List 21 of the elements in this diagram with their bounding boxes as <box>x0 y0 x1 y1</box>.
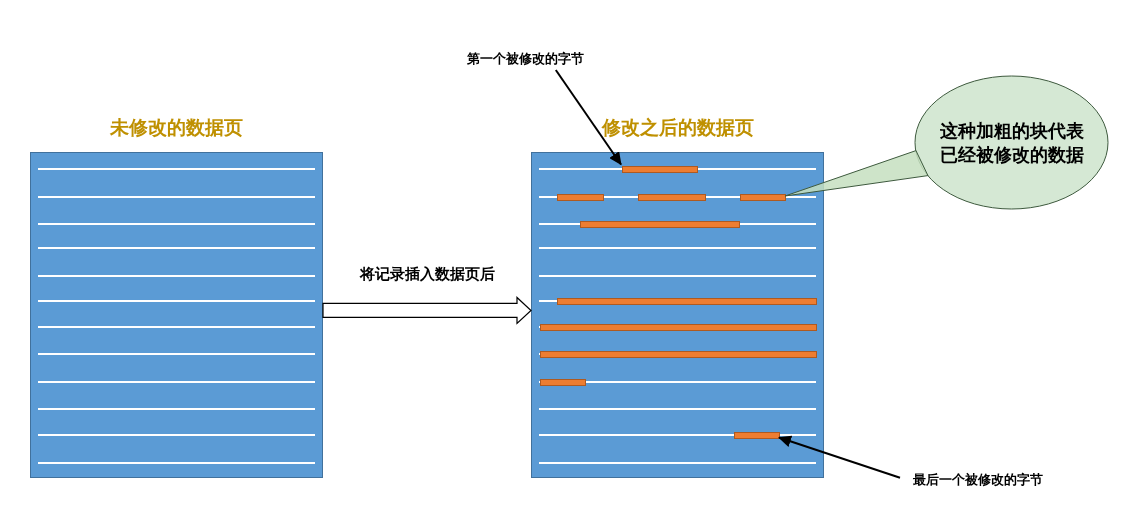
modified-byte-bar <box>540 378 586 386</box>
modified-byte-bar <box>557 193 604 201</box>
annotation-text: 最后一个被修改的字节 <box>900 469 1056 491</box>
leader-arrow <box>554 69 622 166</box>
page-title: 未修改的数据页 <box>109 116 244 140</box>
modified-byte-bar <box>638 193 706 201</box>
edge-label: 将记录插入数据页后 <box>359 265 495 285</box>
modified-byte-bar <box>734 431 780 439</box>
page-title: 修改之后的数据页 <box>600 116 755 140</box>
modified-byte-bar <box>540 323 817 331</box>
callout-tail <box>784 150 929 197</box>
leader-arrow <box>778 435 901 479</box>
speech-bubble <box>914 75 1109 210</box>
modified-byte-bar <box>740 193 786 201</box>
block-arrow <box>322 296 532 325</box>
modified-byte-bar <box>580 220 740 228</box>
modified-byte-bar <box>557 297 817 305</box>
modified-byte-bar <box>622 165 698 173</box>
callout-text: 这种加粗的块代表已经被修改的数据 <box>938 119 1085 167</box>
annotation-text: 第一个被修改的字节 <box>455 48 595 70</box>
modified-byte-bar <box>540 350 817 358</box>
